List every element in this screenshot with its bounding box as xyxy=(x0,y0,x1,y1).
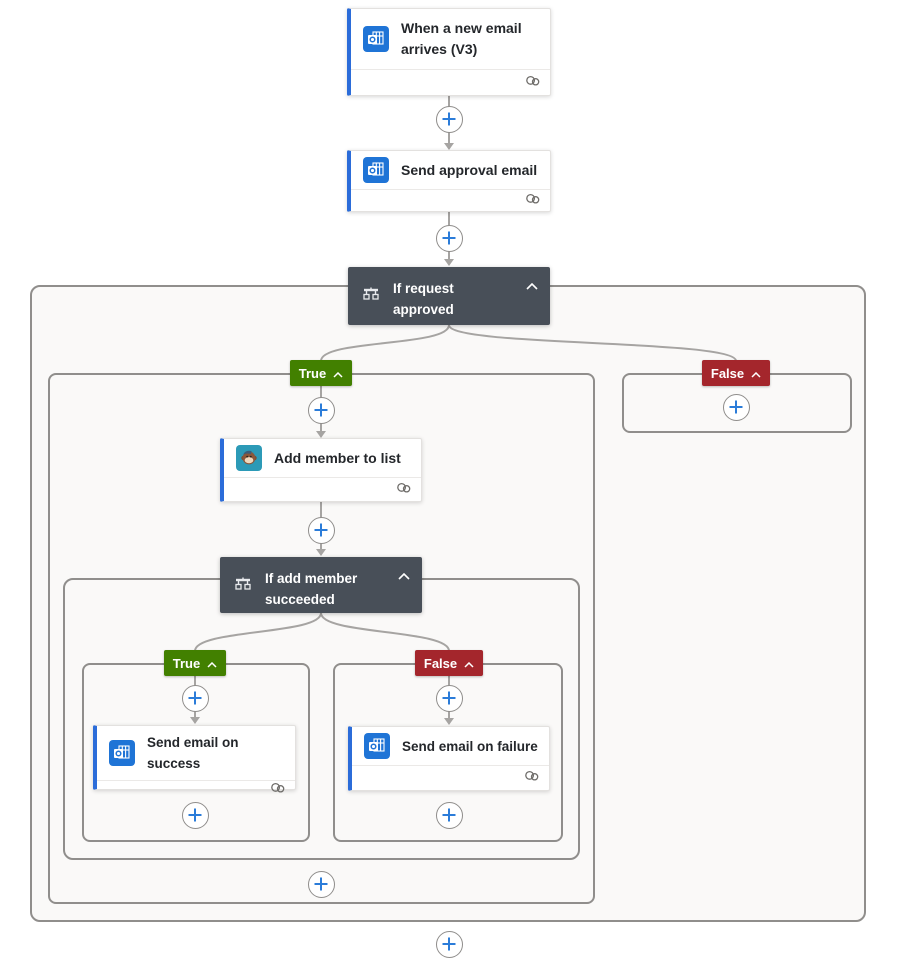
trigger-card-when-new-email-arrives[interactable]: When a new email arrives (V3) xyxy=(347,8,551,96)
branch-label-text: False xyxy=(423,655,458,671)
outlook-icon xyxy=(109,740,135,766)
insert-step-button[interactable] xyxy=(722,393,750,421)
chevron-up-icon[interactable] xyxy=(396,571,412,582)
branch-label-true-inner[interactable]: True xyxy=(164,650,226,676)
insert-step-button[interactable] xyxy=(435,930,463,958)
link-icon xyxy=(524,769,540,787)
insert-step-button[interactable] xyxy=(435,801,463,829)
condition-icon xyxy=(233,576,253,592)
chevron-up-icon[interactable] xyxy=(524,281,540,292)
outlook-icon xyxy=(364,733,390,759)
branch-label-false-inner[interactable]: False xyxy=(415,650,483,676)
branch-label-false-outer[interactable]: False xyxy=(702,360,770,386)
card-body: Send email on success xyxy=(97,726,295,780)
link-icon xyxy=(525,74,541,92)
insert-step-button[interactable] xyxy=(181,684,209,712)
card-title: Send approval email xyxy=(401,161,538,178)
condition-title: If add member succeeded xyxy=(265,571,358,607)
chevron-up-icon xyxy=(333,366,343,381)
condition-title: If request approved xyxy=(393,281,454,317)
chevron-up-icon xyxy=(464,656,474,671)
insert-step-button[interactable] xyxy=(307,396,335,424)
action-card-send-approval-email[interactable]: Send approval email xyxy=(347,150,551,212)
action-card-send-email-on-failure[interactable]: Send email on failure xyxy=(348,726,550,791)
chevron-up-icon xyxy=(751,366,761,381)
branch-label-text: False xyxy=(710,365,745,381)
branch-label-text: True xyxy=(298,365,327,381)
card-footer xyxy=(97,780,295,799)
mailchimp-icon xyxy=(236,445,262,471)
card-title: Add member to list xyxy=(274,449,401,466)
card-title: When a new email arrives (V3) xyxy=(401,20,522,57)
outlook-icon xyxy=(363,157,389,183)
branch-label-true-outer[interactable]: True xyxy=(290,360,352,386)
condition-card-if-request-approved[interactable]: If request approved xyxy=(348,267,550,325)
condition-card-if-add-member-succeeded[interactable]: If add member succeeded xyxy=(220,557,422,613)
insert-step-button[interactable] xyxy=(181,801,209,829)
branch-label-text: True xyxy=(172,655,201,671)
card-title: Send email on failure xyxy=(402,738,538,754)
card-body: Send email on failure xyxy=(352,727,549,765)
outlook-icon xyxy=(363,26,389,52)
card-footer xyxy=(351,69,550,95)
card-body: Add member to list xyxy=(224,439,421,477)
card-title: Send email on success xyxy=(147,735,239,771)
link-icon xyxy=(396,481,412,499)
insert-step-button[interactable] xyxy=(435,224,463,252)
card-footer xyxy=(352,765,549,790)
card-footer xyxy=(224,477,421,501)
link-icon xyxy=(270,781,286,799)
condition-icon xyxy=(361,286,381,302)
action-card-add-member-to-list[interactable]: Add member to list xyxy=(220,438,422,502)
chevron-up-icon xyxy=(207,656,217,671)
insert-step-button[interactable] xyxy=(435,105,463,133)
card-body: Send approval email xyxy=(351,151,550,189)
action-card-send-email-on-success[interactable]: Send email on success xyxy=(93,725,296,793)
link-icon xyxy=(525,192,541,210)
card-footer xyxy=(351,189,550,211)
card-body: When a new email arrives (V3) xyxy=(351,9,550,69)
insert-step-button[interactable] xyxy=(307,870,335,898)
insert-step-button[interactable] xyxy=(435,684,463,712)
insert-step-button[interactable] xyxy=(307,516,335,544)
